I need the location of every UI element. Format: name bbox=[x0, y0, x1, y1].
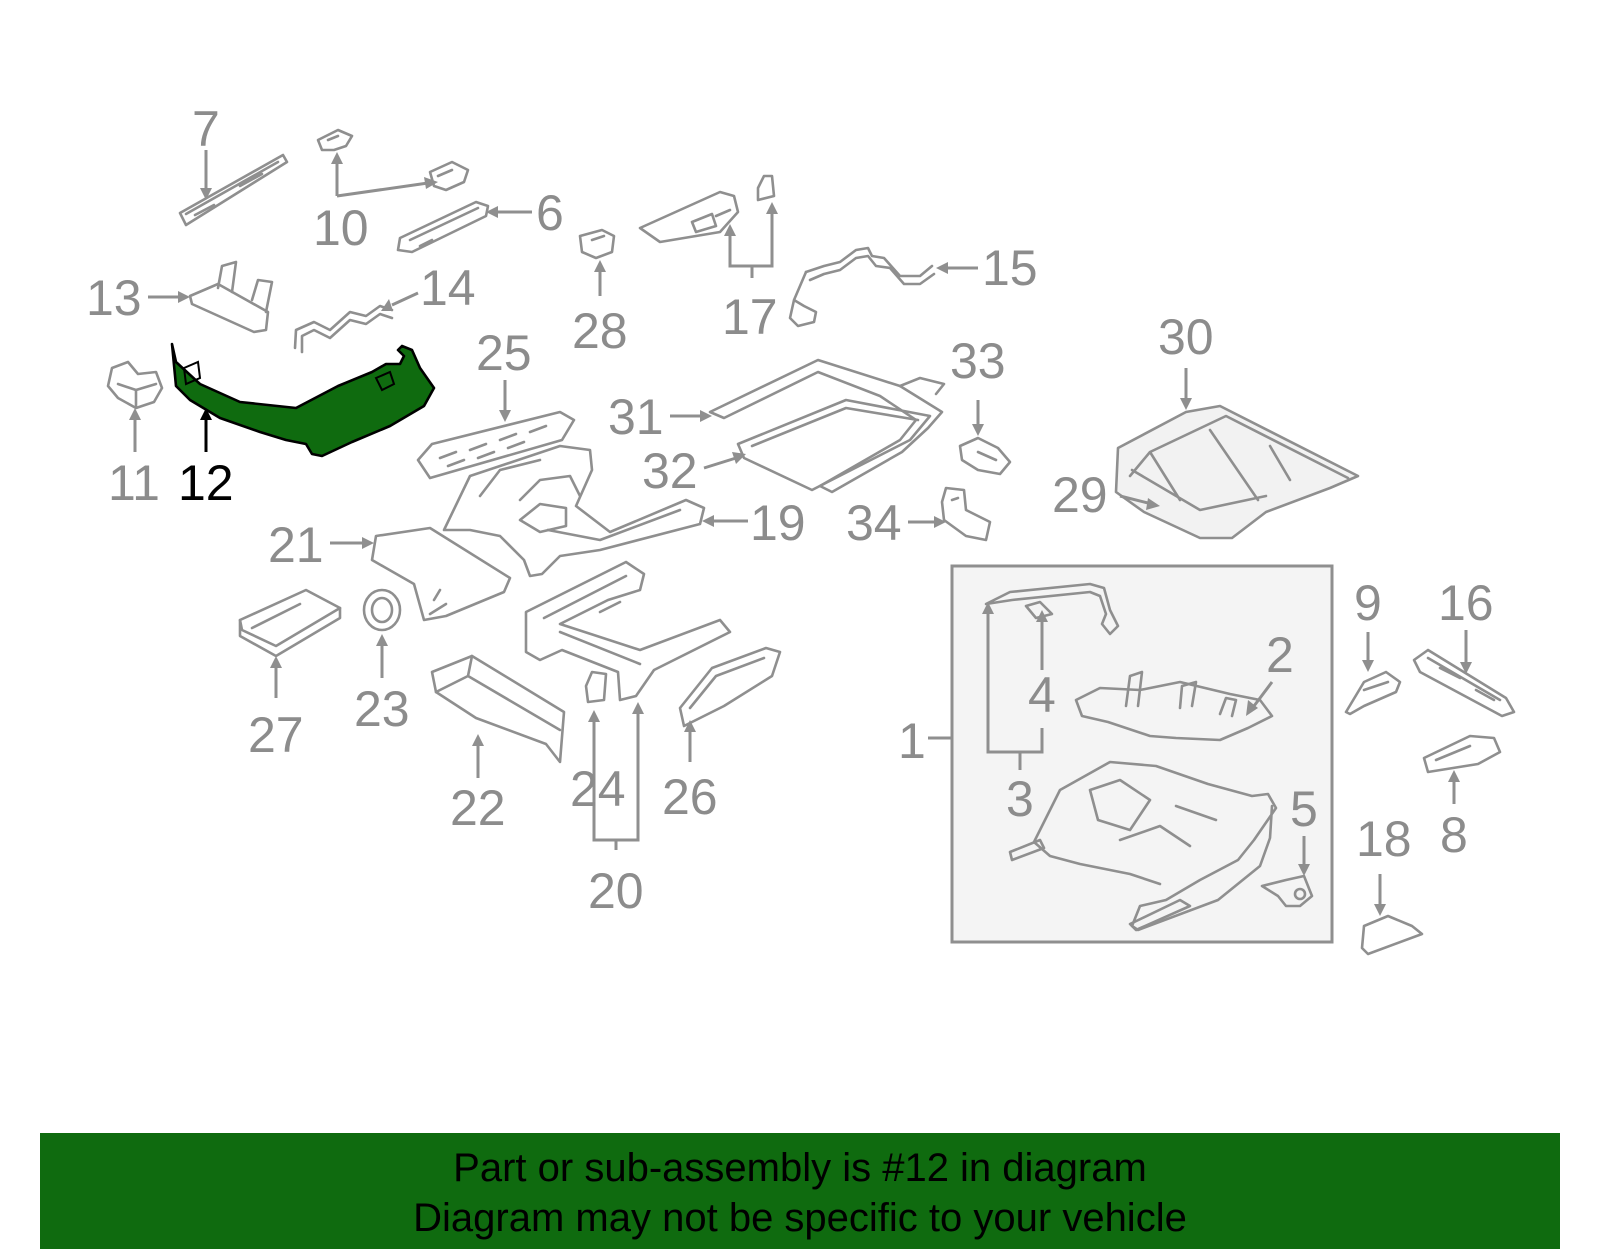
leader-33 bbox=[972, 400, 984, 436]
leader-20 bbox=[588, 702, 644, 850]
part-16-drawing[interactable] bbox=[1412, 648, 1516, 718]
label-29: 29 bbox=[1052, 467, 1108, 523]
label-8: 8 bbox=[1440, 807, 1468, 863]
label-24: 24 bbox=[570, 761, 626, 817]
leader-5 bbox=[1298, 836, 1310, 876]
leader-7 bbox=[200, 150, 212, 200]
label-32: 32 bbox=[642, 443, 698, 499]
leader-12 bbox=[200, 408, 212, 452]
leader-10 bbox=[331, 152, 438, 198]
label-13: 13 bbox=[86, 270, 142, 326]
label-17: 17 bbox=[722, 289, 778, 345]
leader-14 bbox=[381, 291, 419, 311]
leader-25 bbox=[499, 380, 511, 422]
leader-34 bbox=[908, 516, 946, 528]
part-9-drawing[interactable] bbox=[1344, 670, 1402, 716]
label-23: 23 bbox=[354, 681, 410, 737]
leader-26 bbox=[684, 720, 696, 762]
leader-19 bbox=[702, 515, 748, 527]
leader-2 bbox=[1246, 681, 1274, 716]
leader-18 bbox=[1374, 874, 1386, 916]
label-28: 28 bbox=[572, 303, 628, 359]
banner-line-2: Diagram may not be specific to your vehi… bbox=[413, 1196, 1187, 1240]
label-6: 6 bbox=[536, 185, 564, 241]
label-1: 1 bbox=[898, 713, 926, 769]
info-banner: Part or sub-assembly is #12 in diagram D… bbox=[40, 1133, 1560, 1249]
leader-3 bbox=[982, 602, 1044, 770]
leader-28 bbox=[594, 260, 606, 296]
leader-11 bbox=[129, 408, 141, 452]
label-4: 4 bbox=[1028, 667, 1056, 723]
label-3: 3 bbox=[1006, 771, 1034, 827]
part-24-drawing[interactable] bbox=[584, 670, 608, 704]
label-5: 5 bbox=[1290, 781, 1318, 837]
part-10-drawing[interactable] bbox=[316, 128, 470, 192]
leader-17 bbox=[724, 202, 778, 278]
label-22: 22 bbox=[450, 780, 506, 836]
part-11-drawing[interactable] bbox=[106, 360, 164, 410]
leader-29 bbox=[1119, 494, 1160, 510]
leader-4 bbox=[1036, 610, 1048, 670]
label-18: 18 bbox=[1356, 811, 1412, 867]
label-10: 10 bbox=[313, 200, 369, 256]
leader-23 bbox=[376, 634, 388, 678]
label-15: 15 bbox=[982, 240, 1038, 296]
label-34: 34 bbox=[846, 495, 902, 551]
part-26-drawing[interactable] bbox=[678, 646, 782, 728]
label-21: 21 bbox=[268, 517, 324, 573]
part-33-drawing[interactable] bbox=[958, 436, 1012, 476]
leader-32 bbox=[703, 452, 746, 470]
part-7-drawing[interactable] bbox=[178, 153, 289, 227]
part-30-drawing[interactable] bbox=[1114, 404, 1360, 540]
label-26: 26 bbox=[662, 769, 718, 825]
label-14: 14 bbox=[420, 260, 476, 316]
part-20-drawing[interactable] bbox=[524, 560, 732, 702]
label-7: 7 bbox=[192, 101, 220, 157]
part-8-drawing[interactable] bbox=[1422, 734, 1502, 774]
assembly-box-1[interactable] bbox=[950, 564, 1334, 944]
part-31-drawing[interactable] bbox=[708, 358, 946, 494]
label-16: 16 bbox=[1438, 575, 1494, 631]
leader-27 bbox=[270, 656, 282, 698]
part-28-drawing[interactable] bbox=[578, 228, 616, 260]
part-32-drawing[interactable] bbox=[736, 398, 932, 492]
label-12: 12 bbox=[178, 455, 234, 511]
leader-22 bbox=[472, 734, 484, 778]
part-34-drawing[interactable] bbox=[940, 486, 992, 542]
leader-9 bbox=[1362, 632, 1374, 672]
leader-6 bbox=[486, 206, 532, 218]
leader-21 bbox=[330, 537, 374, 549]
leader-31 bbox=[670, 410, 712, 422]
label-9: 9 bbox=[1354, 575, 1382, 631]
part-17-drawing[interactable] bbox=[638, 174, 776, 244]
part-19-drawing[interactable] bbox=[442, 444, 706, 578]
leader-8 bbox=[1448, 770, 1460, 804]
label-31: 31 bbox=[608, 389, 664, 445]
leader-15 bbox=[936, 262, 978, 274]
part-25-drawing[interactable] bbox=[416, 410, 576, 480]
label-20: 20 bbox=[588, 863, 644, 919]
banner-line-1: Part or sub-assembly is #12 in diagram bbox=[453, 1146, 1147, 1190]
part-18-drawing[interactable] bbox=[1360, 914, 1424, 956]
part-27-drawing[interactable] bbox=[238, 588, 342, 658]
label-25: 25 bbox=[476, 325, 532, 381]
label-30: 30 bbox=[1158, 309, 1214, 365]
leader-13 bbox=[148, 291, 190, 303]
label-19: 19 bbox=[750, 495, 806, 551]
label-27: 27 bbox=[248, 707, 304, 763]
part-6-drawing[interactable] bbox=[396, 200, 490, 254]
leader-16 bbox=[1460, 630, 1472, 674]
part-22-drawing[interactable] bbox=[430, 654, 566, 764]
part-21-drawing[interactable] bbox=[370, 526, 512, 622]
part-12-highlighted[interactable] bbox=[170, 342, 436, 458]
label-2: 2 bbox=[1266, 627, 1294, 683]
part-14-drawing[interactable] bbox=[293, 304, 394, 354]
leader-30 bbox=[1180, 368, 1192, 410]
part-23-drawing[interactable] bbox=[362, 588, 402, 632]
label-11: 11 bbox=[108, 455, 160, 511]
part-13-drawing[interactable] bbox=[188, 260, 274, 334]
part-15-drawing[interactable] bbox=[788, 246, 936, 328]
label-33: 33 bbox=[950, 333, 1006, 389]
